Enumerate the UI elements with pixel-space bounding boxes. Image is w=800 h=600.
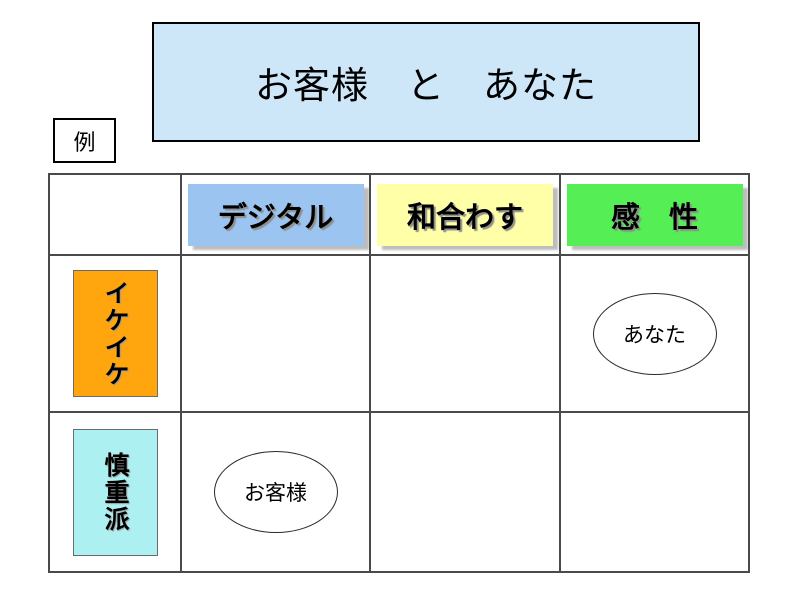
placement-label-anata: あなた bbox=[623, 323, 686, 347]
row-header-ikeike: イケイケ bbox=[72, 270, 158, 397]
example-label: 例 bbox=[73, 129, 96, 155]
cell-ikeike-wagowasu bbox=[371, 256, 559, 411]
matrix-row-header-cell-ikeike: イケイケ bbox=[50, 256, 180, 411]
matrix-table: デジタル 和合わす 感 性 イケイケ あなた 慎重派 お客様 bbox=[48, 173, 750, 573]
placement-ellipse-okyakusama: お客様 bbox=[213, 451, 338, 533]
placement-label-okyakusama: お客様 bbox=[244, 482, 307, 505]
col-header-wagowasu: 和合わす bbox=[377, 183, 553, 246]
slide-title: お客様 と あなた bbox=[255, 65, 597, 106]
col-header-digital: デジタル bbox=[187, 183, 364, 246]
matrix-col-header-cell-kansei: 感 性 bbox=[561, 175, 748, 254]
matrix-col-header-cell-wagowasu: 和合わす bbox=[371, 175, 559, 254]
example-badge: 例 bbox=[53, 118, 116, 163]
col-header-kansei: 感 性 bbox=[566, 183, 743, 246]
matrix-corner-cell bbox=[50, 175, 180, 254]
matrix-col-header-cell-digital: デジタル bbox=[182, 175, 369, 254]
matrix-row-header-cell-shinchoha: 慎重派 bbox=[50, 413, 180, 571]
cell-ikeike-kansei: あなた bbox=[561, 256, 748, 411]
cell-shinchoha-digital: お客様 bbox=[182, 413, 369, 571]
placement-ellipse-anata: あなた bbox=[592, 292, 717, 375]
cell-shinchoha-kansei bbox=[561, 413, 748, 571]
row-header-shinchoha: 慎重派 bbox=[72, 428, 158, 556]
cell-shinchoha-wagowasu bbox=[371, 413, 559, 571]
title-box: お客様 と あなた bbox=[152, 22, 700, 142]
cell-ikeike-digital bbox=[182, 256, 369, 411]
